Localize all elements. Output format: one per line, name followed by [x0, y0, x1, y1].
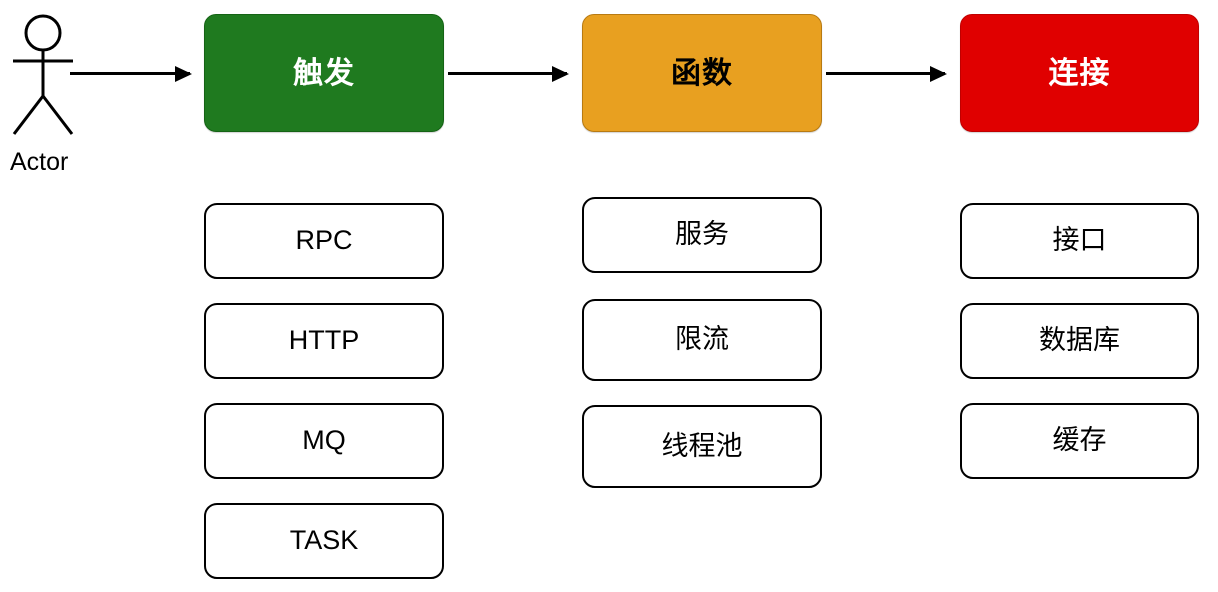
header-label-function: 函数: [671, 56, 733, 90]
node-connect-item-2[interactable]: 缓存: [960, 403, 1199, 479]
node-function-item-0[interactable]: 服务: [582, 197, 822, 273]
node-trigger-item-0[interactable]: RPC: [204, 203, 444, 279]
node-trigger-item-3[interactable]: TASK: [204, 503, 444, 579]
node-connect-item-0[interactable]: 接口: [960, 203, 1199, 279]
header-label-connect: 连接: [1048, 56, 1111, 90]
node-label: 接口: [1052, 225, 1107, 256]
node-label: RPC: [295, 225, 353, 256]
node-label: MQ: [302, 425, 346, 456]
node-trigger-item-2[interactable]: MQ: [204, 403, 444, 479]
arrow-trigger-to-function: [448, 72, 567, 75]
arrow-actor-to-trigger: [70, 72, 190, 75]
node-connect-item-1[interactable]: 数据库: [960, 303, 1199, 379]
header-label-trigger: 触发: [293, 56, 355, 90]
actor-figure: [2, 8, 92, 145]
node-label: HTTP: [288, 325, 360, 356]
node-trigger-item-1[interactable]: HTTP: [204, 303, 444, 379]
header-node-trigger[interactable]: 触发: [204, 14, 444, 132]
node-label: 数据库: [1039, 325, 1120, 356]
node-label: TASK: [289, 525, 359, 556]
node-label: 缓存: [1052, 425, 1107, 456]
header-node-connect[interactable]: 连接: [960, 14, 1199, 132]
actor-label: Actor: [10, 148, 69, 176]
arrow-function-to-connect: [826, 72, 945, 75]
node-label: 线程池: [661, 430, 743, 461]
node-label: 限流: [675, 324, 729, 355]
node-label: 服务: [675, 219, 729, 250]
header-node-function[interactable]: 函数: [582, 14, 822, 132]
node-function-item-1[interactable]: 限流: [582, 299, 822, 381]
stick-figure-icon: [12, 14, 74, 135]
node-function-item-2[interactable]: 线程池: [582, 405, 822, 488]
